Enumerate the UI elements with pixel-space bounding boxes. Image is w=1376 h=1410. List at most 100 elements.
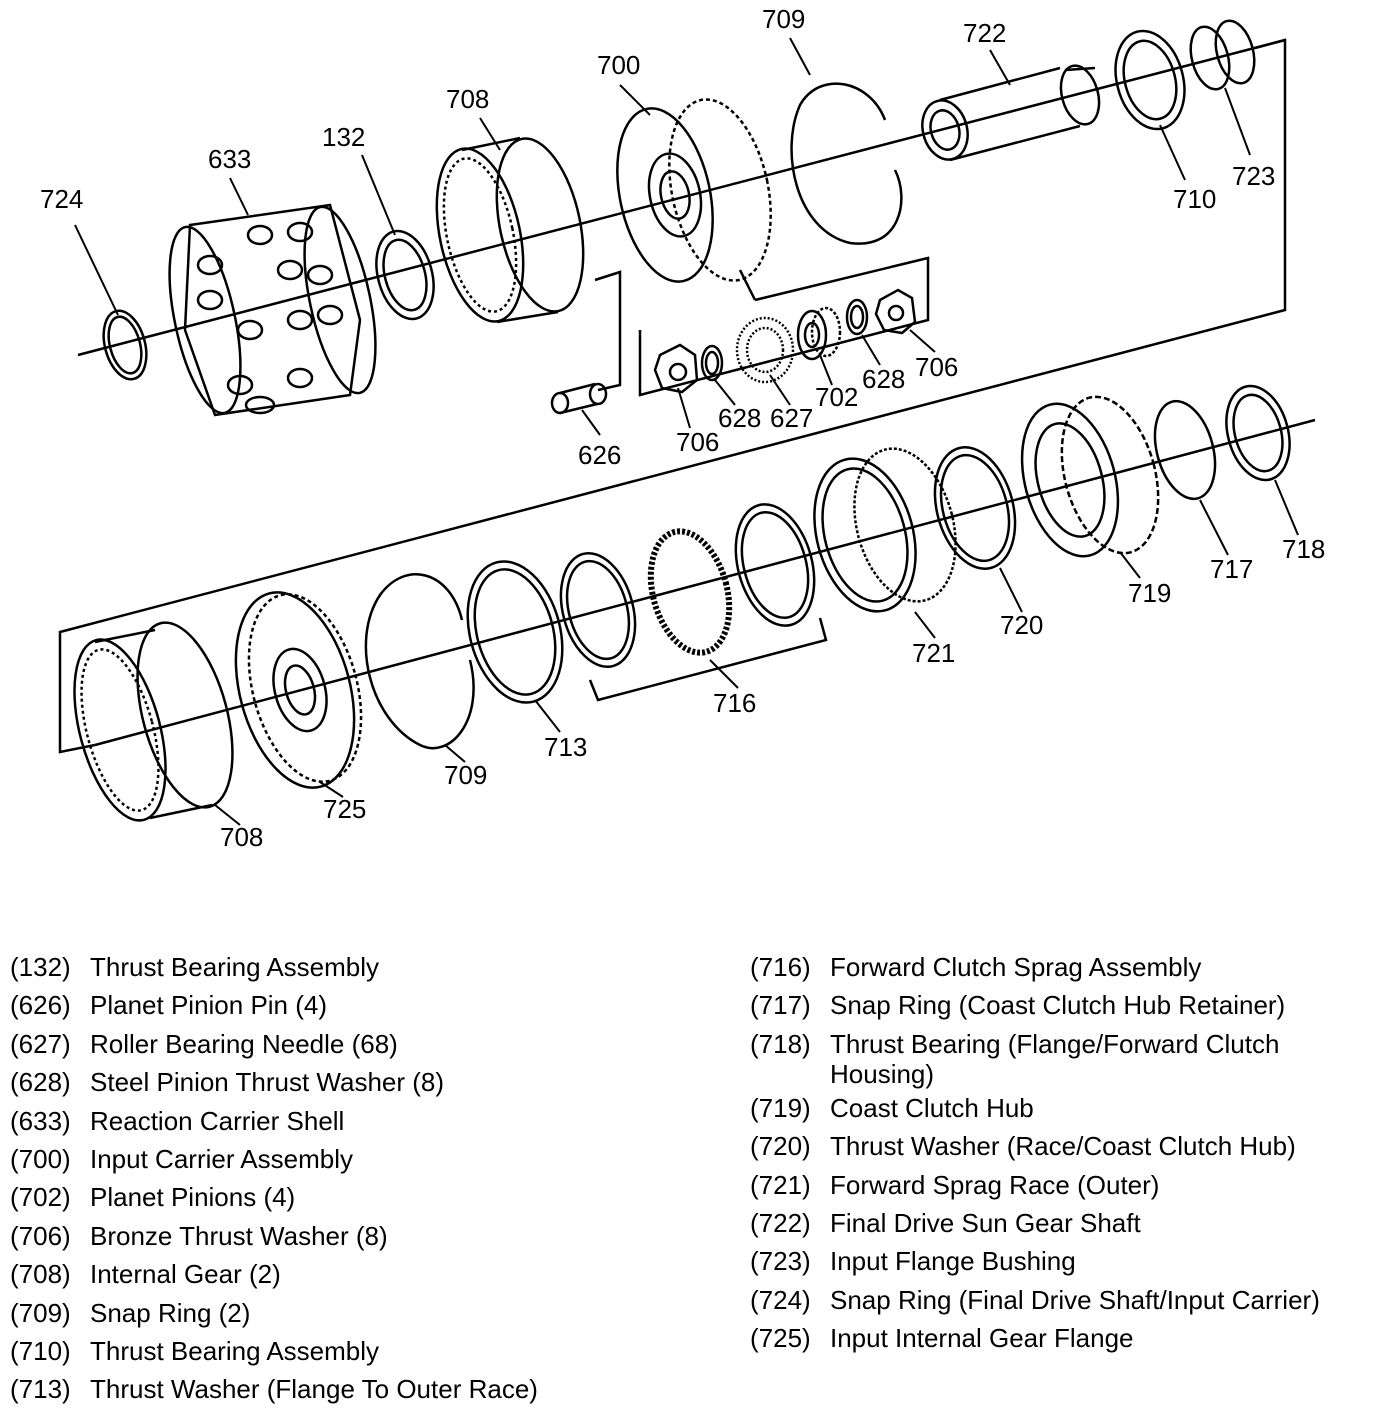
legend-item: (132)Thrust Bearing Assembly — [10, 948, 710, 986]
legend-number: (713) — [10, 1374, 71, 1405]
callout-702: 702 — [815, 382, 858, 412]
legend-number: (721) — [750, 1169, 811, 1200]
callout-labels: 724 633 132 708 700 709 722 710 723 626 … — [40, 4, 1325, 852]
callout-709-lower: 709 — [444, 760, 487, 790]
part-719-coast-clutch-hub — [1020, 395, 1160, 558]
callout-720: 720 — [1000, 610, 1043, 640]
legend-item: (626) Planet Pinion Pin (4) — [10, 986, 710, 1024]
legend-description: Input Flange Bushing — [830, 1246, 1076, 1277]
callout-723: 723 — [1232, 161, 1275, 191]
legend-item: (718)Thrust Bearing (Flange/Forward Clut… — [750, 1025, 1370, 1089]
legend-description: Snap Ring (2) — [90, 1297, 251, 1328]
part-724-snap-ring — [102, 309, 148, 381]
part-723-input-flange-bushing — [1189, 19, 1256, 91]
leader-lines — [74, 37, 1299, 826]
part-722-sun-gear-shaft — [921, 64, 1101, 162]
legend-item: (721) Forward Sprag Race (Outer) — [750, 1166, 1370, 1204]
legend-description: Thrust Washer (Race/Coast Clutch Hub) — [830, 1131, 1296, 1162]
legend-number: (717) — [750, 990, 811, 1021]
part-627-roller-needles — [735, 316, 795, 384]
part-702-planet-pinion — [796, 306, 842, 361]
legend-description: Reaction Carrier Shell — [90, 1105, 345, 1136]
callout-722: 722 — [963, 18, 1006, 48]
legend-description: Planet Pinions (4) — [90, 1182, 296, 1213]
part-706-bronze-washer-left — [653, 343, 699, 394]
legend-number: (716) — [750, 952, 811, 982]
bracket-716 — [588, 617, 828, 702]
part-725-input-internal-gear-flange — [234, 591, 363, 789]
legend-item: (702) Planet Pinions (4) — [10, 1178, 710, 1216]
callout-721: 721 — [912, 638, 955, 668]
legend-number: (708) — [10, 1259, 71, 1290]
legend-number: (702) — [10, 1182, 71, 1213]
lower-axis-line — [94, 418, 1316, 747]
legend-item: (709)Snap Ring (2) — [10, 1294, 710, 1332]
legend-number: (720) — [750, 1131, 811, 1162]
legend-description: Snap Ring (Final Drive Shaft/Input Carri… — [830, 1284, 1320, 1315]
legend-description: Steel Pinion Thrust Washer (8) — [90, 1067, 445, 1098]
legend-number: (710) — [10, 1336, 71, 1367]
legend-item: (720) Thrust Washer (Race/Coast Clutch Hu… — [750, 1127, 1370, 1165]
part-721-forward-sprag-race — [813, 447, 957, 613]
callout-628-right: 628 — [862, 364, 905, 394]
part-717-snap-ring — [1153, 399, 1217, 501]
callout-706-right: 706 — [915, 352, 958, 382]
part-628-steel-washer-right — [845, 298, 869, 336]
legend-item: (627)Roller Bearing Needle (68) — [10, 1025, 710, 1063]
callout-708-lower: 708 — [220, 822, 263, 852]
part-700-input-carrier — [616, 98, 772, 283]
part-633-reaction-carrier-shell — [168, 203, 377, 417]
legend-description: Input Carrier Assembly — [90, 1144, 353, 1175]
legend-item: (724)Snap Ring (Final Drive Shaft/Input … — [750, 1281, 1370, 1319]
part-716-forward-clutch-sprag — [559, 503, 816, 669]
parts-legend-left: (132)Thrust Bearing Assembly (626) Planet… — [10, 948, 710, 1409]
legend-number: (132) — [10, 952, 71, 982]
part-709-snap-ring-upper — [790, 82, 903, 245]
callout-706-left: 706 — [676, 427, 719, 457]
callout-717: 717 — [1210, 554, 1253, 584]
legend-number: (627) — [10, 1028, 71, 1059]
pinion-subassembly-frame — [638, 256, 930, 397]
part-710-thrust-bearing — [1114, 29, 1186, 131]
legend-number: (722) — [750, 1208, 811, 1239]
callout-628-left: 628 — [718, 403, 761, 433]
callout-710: 710 — [1173, 184, 1216, 214]
legend-number: (700) — [10, 1144, 71, 1175]
callout-719: 719 — [1128, 578, 1171, 608]
callout-700: 700 — [597, 50, 640, 80]
legend-description: Input Internal Gear Flange — [830, 1323, 1134, 1354]
legend-item: (706)Bronze Thrust Washer (8) — [10, 1217, 710, 1255]
legend-description: Forward Sprag Race (Outer) — [830, 1169, 1160, 1200]
legend-item: (716)Forward Clutch Sprag Assembly — [750, 948, 1370, 986]
callout-708-upper: 708 — [446, 84, 489, 114]
legend-description: Bronze Thrust Washer (8) — [90, 1220, 388, 1251]
parts-legend-right: (716)Forward Clutch Sprag Assembly (717)… — [750, 948, 1370, 1358]
legend-description: Snap Ring (Coast Clutch Hub Retainer) — [830, 990, 1286, 1021]
legend-item: (719) Coast Clutch Hub — [750, 1089, 1370, 1127]
legend-description: Coast Clutch Hub — [830, 1092, 1034, 1123]
part-132-thrust-bearing — [375, 229, 435, 321]
callout-633: 633 — [208, 144, 251, 174]
part-708-internal-gear-upper — [435, 136, 585, 324]
legend-number: (718) — [750, 1028, 811, 1059]
part-708-internal-gear-lower — [73, 621, 234, 822]
pinion-subassembly-bracket — [594, 270, 622, 392]
legend-number: (719) — [750, 1092, 811, 1123]
callout-626: 626 — [578, 440, 621, 470]
callout-713: 713 — [544, 732, 587, 762]
legend-item: (725)Input Internal Gear Flange — [750, 1319, 1370, 1357]
legend-item: (723)Input Flange Bushing — [750, 1242, 1370, 1280]
legend-item: (722) Final Drive Sun Gear Shaft — [750, 1204, 1370, 1242]
axis-connector-line — [58, 38, 1287, 754]
legend-description: Planet Pinion Pin (4) — [90, 990, 328, 1021]
part-713-thrust-washer — [466, 560, 564, 704]
legend-number: (626) — [10, 990, 71, 1021]
legend-number: (633) — [10, 1105, 71, 1136]
legend-description: Final Drive Sun Gear Shaft — [830, 1208, 1141, 1239]
callout-132: 132 — [322, 122, 365, 152]
callout-725: 725 — [323, 794, 366, 824]
legend-item: (713)Thrust Washer (Flange To Outer Race… — [10, 1370, 710, 1408]
legend-item: (708)Internal Gear (2) — [10, 1255, 710, 1293]
part-706-bronze-washer-right — [874, 288, 917, 335]
upper-axis-line — [77, 38, 1286, 357]
